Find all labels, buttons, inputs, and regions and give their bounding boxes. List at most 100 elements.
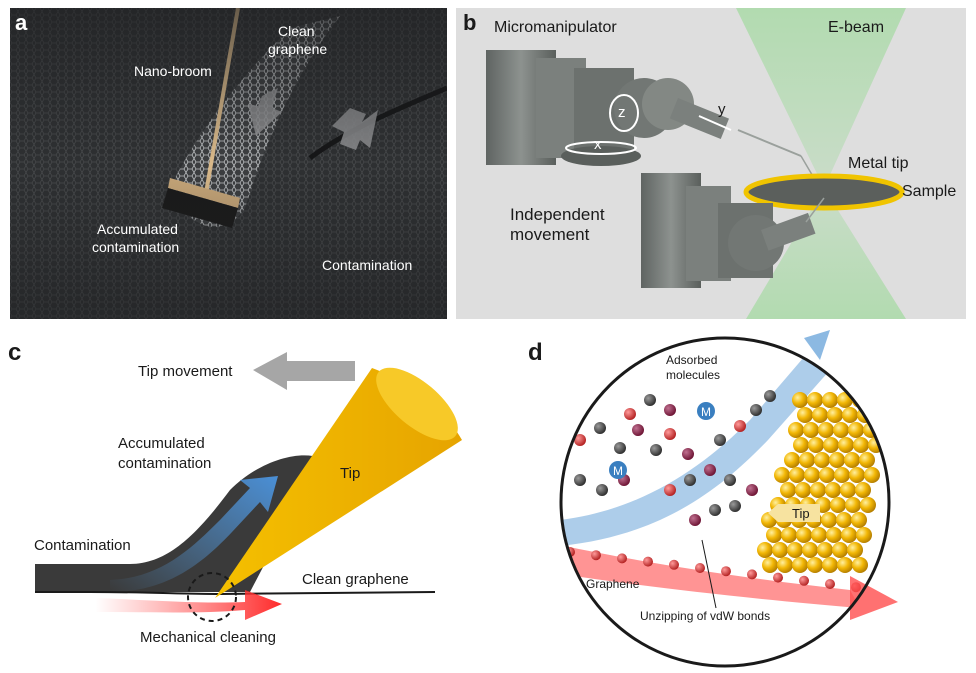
tip-atom — [823, 437, 839, 453]
panel-b: b Micromanipulator E-beam z y x Metal ti… — [456, 8, 966, 319]
molecule-atom — [614, 442, 626, 454]
tip-atom — [788, 422, 804, 438]
adsorbed-label-1: Adsorbed — [666, 353, 717, 367]
molecule-atom — [664, 484, 676, 496]
blue-flow-arrow — [110, 476, 278, 592]
axis-y-label: y — [718, 101, 726, 118]
tip-atom — [762, 557, 778, 573]
tip-atom — [766, 527, 782, 543]
tip-atom — [830, 497, 846, 513]
clean-graphene-label-2: graphene — [268, 41, 327, 57]
tip-atom — [855, 482, 871, 498]
molecule-atom — [724, 474, 736, 486]
tip-atom — [772, 542, 788, 558]
adsorbed-molecules — [574, 390, 776, 526]
molecule-atom — [764, 390, 776, 402]
molecule-atom — [729, 500, 741, 512]
tip-atom — [842, 407, 858, 423]
tip-atom — [844, 452, 860, 468]
tip-atom — [810, 482, 826, 498]
molecule-atom — [574, 474, 586, 486]
x-rotation-icon — [565, 141, 637, 155]
accumulated-label-1: Accumulated — [97, 221, 178, 237]
panel-c-illustration: c Tip movement Accumulated contamination… — [8, 339, 462, 646]
clean-graphene-label: Clean graphene — [302, 571, 409, 588]
tip-atom — [807, 392, 823, 408]
contamination-label: Contamination — [322, 257, 412, 273]
nano-broom-label: Nano-broom — [134, 63, 212, 79]
panel-a-illustration: a Nano-broom Clean graphene Accumulated … — [10, 8, 447, 319]
molecule-atom — [709, 504, 721, 516]
adsorbed-label-2: molecules — [666, 368, 720, 382]
panel-c-letter: c — [8, 339, 21, 366]
graphene-atom — [591, 550, 601, 561]
tip-atom — [829, 452, 845, 468]
tip-atom — [777, 557, 793, 573]
tip-atom — [817, 542, 833, 558]
tip-atom — [797, 407, 813, 423]
contact-zone-circle — [187, 572, 237, 622]
tip-atom — [795, 482, 811, 498]
tip-atom — [803, 422, 819, 438]
molecule-atom — [624, 408, 636, 420]
graphene-atom — [773, 572, 783, 583]
tip-atom — [757, 542, 773, 558]
accumulated-label-2: contamination — [92, 239, 179, 255]
molecule-atom — [664, 404, 676, 416]
graphene-atom — [695, 563, 705, 573]
molecule-atom — [650, 444, 662, 456]
blue-arrow-head — [804, 330, 830, 360]
m-label-1: M — [701, 405, 711, 419]
molecule-atom — [594, 422, 606, 434]
sample-label: Sample — [902, 183, 956, 200]
tip-atom — [837, 557, 853, 573]
panel-a-letter: a — [15, 10, 28, 35]
molecule-atom — [632, 424, 644, 436]
tip-label-box — [768, 504, 820, 522]
tip-atom — [792, 557, 808, 573]
molecule-atom — [682, 448, 694, 460]
tip-cone-opening — [376, 367, 458, 441]
tip-atom — [827, 407, 843, 423]
tip-atom — [774, 467, 790, 483]
accumulated-label-1: Accumulated — [118, 435, 205, 452]
tip-atom — [867, 392, 883, 408]
graphene-atom — [747, 569, 757, 580]
graphene-atom — [825, 579, 835, 589]
graphene-line — [35, 591, 436, 596]
sample-ring — [743, 173, 905, 211]
red-arrow-head — [850, 576, 898, 620]
molecule-atom — [596, 484, 608, 496]
molecule-atom — [644, 394, 656, 406]
tip-atom — [814, 452, 830, 468]
molecule-atom — [714, 434, 726, 446]
clean-graphene-label-1: Clean — [278, 23, 315, 39]
molecule-atom — [746, 484, 758, 496]
tip-atom — [793, 437, 809, 453]
tip-atom — [821, 512, 837, 528]
panel-a: a Nano-broom Clean graphene Accumulated … — [10, 8, 447, 319]
lower-manipulator — [641, 173, 825, 288]
tip-atom — [864, 467, 880, 483]
tip-atom — [852, 557, 868, 573]
tip-atom — [860, 497, 876, 513]
graphene-atom — [721, 566, 731, 577]
independent-label-2: movement — [510, 225, 590, 244]
tip-atom — [853, 437, 869, 453]
ebeam-label: E-beam — [828, 19, 884, 36]
graphene-atom — [799, 575, 809, 586]
contamination-label: Contamination — [34, 537, 131, 554]
tip-atom — [841, 527, 857, 543]
tip-atom — [840, 482, 856, 498]
tip-atom — [812, 407, 828, 423]
tip-atom — [818, 422, 834, 438]
tip-atom — [799, 452, 815, 468]
tip-atom — [836, 512, 852, 528]
graphene-atom — [669, 559, 679, 570]
tip-atom — [804, 467, 820, 483]
molecule-atom — [689, 514, 701, 526]
molecule-atom — [734, 420, 746, 432]
tip-atom — [807, 557, 823, 573]
axis-z-label: z — [618, 104, 626, 121]
independent-label-1: Independent — [510, 205, 605, 224]
